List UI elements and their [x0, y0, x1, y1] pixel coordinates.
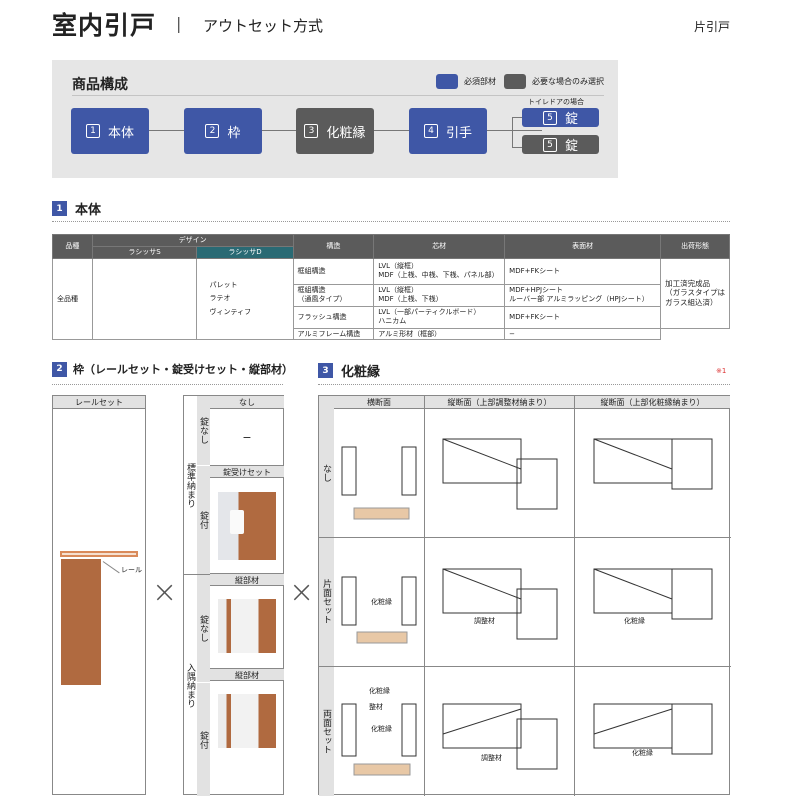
page-title: 室内引戸 — [52, 11, 157, 40]
door-type: 片引戸 — [693, 20, 730, 34]
label-trim: 化粧縁 — [624, 617, 645, 625]
toilet-note: トイレドアの場合 — [528, 98, 584, 106]
legend-swatch-icon — [504, 74, 526, 89]
label-trim: 化粧縁 — [371, 725, 392, 733]
label-trim: 化粧縁 — [632, 749, 653, 757]
label-adjuster: 調整材 — [481, 754, 502, 762]
label-trim: 化粧縁 — [371, 598, 392, 606]
label-trim: 化粧縁 — [369, 687, 390, 695]
trim-section-grid: 横断面 縦断面（上部調整材納まり） 縦断面（上部化粧縁納まり） なし 片面セット… — [318, 395, 731, 796]
multiply-icon: × — [152, 575, 178, 610]
vertical-member-lock-photo — [218, 694, 276, 748]
label-member: 整材 — [369, 703, 383, 711]
legend-optional: 必要な場合のみ選択 — [504, 74, 604, 89]
frame-options-panel: 標準納まり 入隅納まり 錠なし 錠付 錠なし 錠付 なし − 錠受けセット 縦部… — [183, 395, 284, 796]
legend-required: 必須部材 — [436, 74, 496, 89]
lock-receiver-photo — [218, 492, 276, 560]
multiply-icon: × — [289, 575, 315, 610]
door-image — [61, 559, 101, 685]
divider — [72, 95, 604, 96]
section-drawings — [341, 438, 713, 776]
vertical-member-photo — [218, 599, 276, 653]
footnote-mark: ※1 — [716, 367, 727, 375]
title-separator: | — [176, 14, 182, 33]
legend-swatch-icon — [436, 74, 458, 89]
rail-label: レール — [121, 566, 142, 574]
label-adjuster: 調整材 — [474, 617, 495, 625]
rail-set-panel: レールセット レール — [52, 395, 146, 795]
page-subtitle: アウトセット方式 — [203, 17, 324, 35]
composition-title: 商品構成 — [72, 77, 128, 93]
